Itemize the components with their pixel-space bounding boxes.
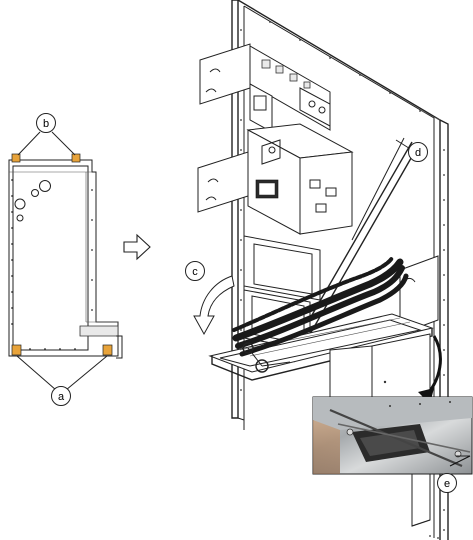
callout-b: b	[36, 113, 56, 133]
bracket-a-right	[102, 344, 113, 356]
plate-rivets	[11, 179, 93, 350]
callout-c: c	[185, 261, 205, 281]
callout-e-label: e	[444, 478, 450, 490]
bracket-b-left	[11, 153, 21, 163]
curved-down-arrow-icon	[193, 275, 235, 336]
bracket-a-left	[11, 344, 22, 356]
bracket-b-right	[71, 153, 81, 163]
callout-e: e	[437, 473, 457, 493]
callout-a-label: a	[58, 391, 65, 403]
cable-bundle	[232, 256, 409, 357]
right-arrow-outline-icon	[123, 233, 151, 261]
callout-c-label: c	[192, 266, 198, 278]
callout-b-label: b	[43, 118, 49, 130]
callout-a: a	[51, 386, 71, 406]
inset-photo	[312, 396, 473, 475]
callout-d-label: d	[415, 147, 421, 159]
side-plate	[8, 153, 123, 359]
callout-d: d	[408, 142, 428, 162]
